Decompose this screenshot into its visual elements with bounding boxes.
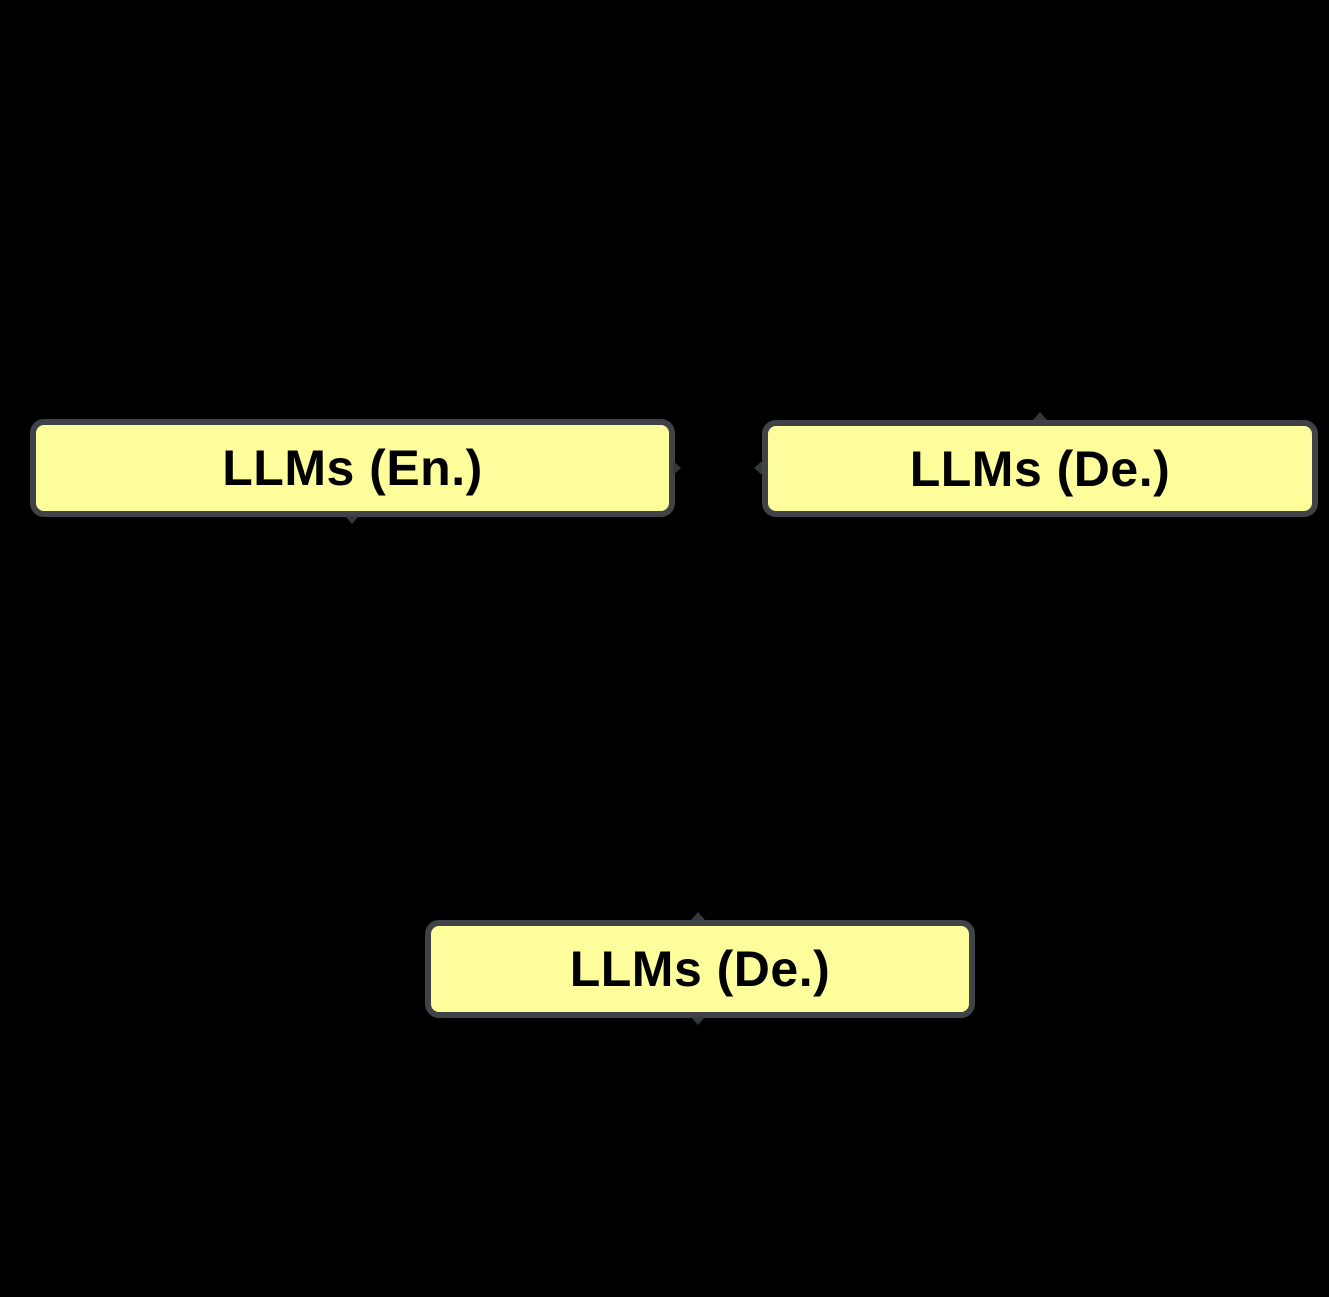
connector-stub-bottom-node-bottom — [691, 1017, 705, 1025]
connector-stub-de-left — [754, 461, 762, 475]
node-llms-en: LLMs (En.) — [30, 419, 675, 517]
node-llms-de-top-label: LLMs (De.) — [909, 440, 1171, 497]
connector-stub-bottom-node-top — [691, 912, 705, 920]
node-llms-en-label: LLMs (En.) — [222, 440, 483, 496]
connector-stub-en-bottom — [345, 516, 359, 524]
node-llms-de-bottom: LLMs (De.) — [425, 920, 975, 1018]
connector-stub-de-top — [1033, 412, 1047, 420]
connector-stub-en-right — [673, 461, 681, 475]
node-llms-de-top: LLMs (De.) — [762, 420, 1318, 517]
node-llms-de-bottom-label: LLMs (De.) — [569, 941, 831, 997]
